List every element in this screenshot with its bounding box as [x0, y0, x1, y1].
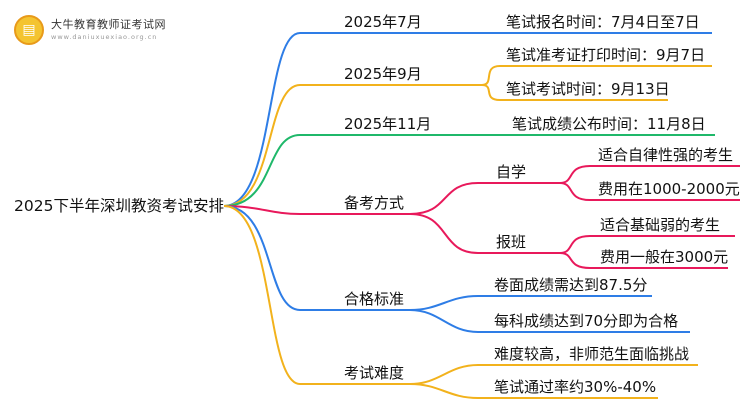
logo-title: 大牛教育教师证考试网: [51, 18, 166, 31]
link-b5-i1: [409, 383, 658, 399]
site-logo[interactable]: ▤ 大牛教育教师证考试网 www.daniuxuexiao.org.cn: [14, 15, 166, 45]
logo-url: www.daniuxuexiao.org.cn: [51, 33, 158, 41]
item-paper-score: 卷面成绩需达到87.5分: [494, 276, 648, 294]
link-b1-i0: [481, 65, 712, 86]
item-exam-date: 笔试考试时间：9月13日: [506, 80, 670, 98]
link-b4-i0: [409, 295, 652, 311]
link-s1-i1: [559, 252, 728, 269]
link-root-b4: [223, 205, 410, 311]
link-b3-s0: [409, 182, 560, 215]
branch-jul: 2025年7月: [344, 13, 422, 31]
item-class-cost: 费用一般在3000元: [600, 248, 729, 266]
item-registration-time: 笔试报名时间：7月4日至7日: [506, 13, 700, 31]
link-root-b1: [223, 84, 482, 207]
sub-class: 报班: [496, 233, 527, 251]
link-s0-i0: [559, 165, 740, 184]
link-b4-i1: [409, 309, 690, 333]
book-icon: ▤: [14, 15, 44, 45]
link-root-b0: [223, 32, 482, 207]
branch-sep: 2025年9月: [344, 65, 422, 83]
root-topic: 2025下半年深圳教资考试安排: [14, 197, 224, 215]
item-pass-rate: 笔试通过率约30%-40%: [494, 378, 657, 396]
link-s0-i1: [559, 182, 740, 201]
link-s1-i0: [559, 235, 735, 254]
item-admission-print: 笔试准考证打印时间：9月7日: [506, 46, 706, 64]
item-class-fit: 适合基础弱的考生: [600, 216, 721, 234]
item-score-release: 笔试成绩公布时间：11月8日: [512, 115, 706, 133]
link-b1-i1: [481, 84, 668, 101]
item-subject-score: 每科成绩达到70分即为合格: [494, 312, 679, 330]
branch-prep: 备考方式: [344, 194, 405, 212]
branch-nov: 2025年11月: [344, 115, 432, 133]
item-difficulty-level: 难度较高，非师范生面临挑战: [494, 345, 690, 363]
item-self-study-fit: 适合自律性强的考生: [598, 146, 734, 164]
sub-self-study: 自学: [496, 163, 527, 181]
link-root-b5: [223, 205, 410, 385]
branch-difficulty: 考试难度: [344, 364, 405, 382]
branch-pass-standard: 合格标准: [344, 290, 405, 308]
link-b5-i0: [409, 364, 698, 385]
link-root-b2: [223, 134, 482, 207]
link-b3-s1: [409, 213, 560, 254]
item-self-study-cost: 费用在1000-2000元: [598, 180, 740, 198]
link-root-b3: [223, 205, 410, 215]
